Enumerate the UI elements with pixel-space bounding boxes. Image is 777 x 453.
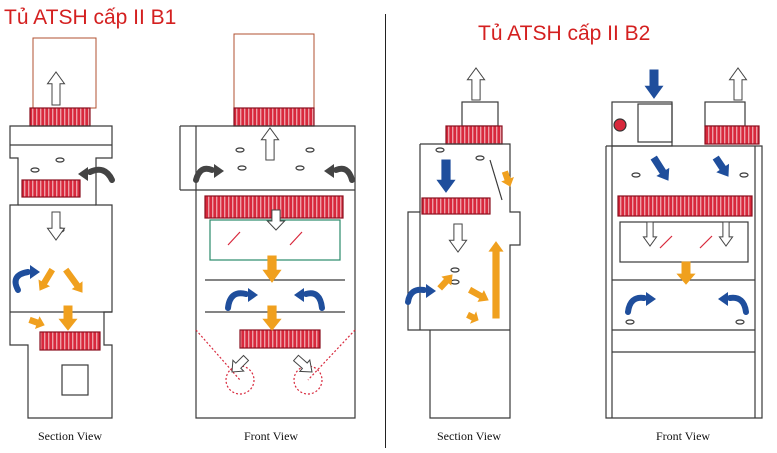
airflow-curve-head-0 (30, 265, 40, 279)
caption-b2-section: Section View (437, 429, 502, 443)
airflow-curve-5 (303, 290, 325, 311)
caption-b1-section: Section View (38, 429, 103, 443)
airflow-arrow-3 (63, 267, 83, 293)
airflow-arrow-7 (266, 209, 286, 231)
b1-section-exhaust-hood (32, 37, 97, 109)
airflow-curve-head-8 (718, 292, 728, 306)
airflow-arrow-18 (468, 286, 489, 302)
airflow-arrow-25 (718, 221, 734, 247)
b2-section-view (407, 101, 521, 419)
airflow-arrow-17 (437, 274, 453, 291)
panel-divider (385, 14, 386, 448)
b2-front-gauge (613, 118, 627, 132)
airflow-arrow-9 (262, 305, 282, 331)
airflow-arrow-14 (448, 223, 468, 253)
airflow-arrow-1 (46, 211, 66, 241)
title-b2: Tủ ATSH cấp II B2 (478, 22, 651, 45)
airflow-arrow-13 (436, 159, 456, 193)
airflow-arrow-11 (292, 354, 313, 373)
b2-front-body-outline (605, 145, 763, 419)
airflow-arrow-19 (466, 311, 479, 324)
airflow-arrows (12, 67, 749, 373)
b1-front-body-outline (180, 125, 356, 419)
b2-section-body-outline (407, 143, 521, 419)
airflow-arrow-5 (28, 316, 45, 329)
airflow-arrow-6 (260, 127, 280, 161)
airflow-curve-2 (193, 165, 215, 183)
b2-front-main-filter (617, 195, 753, 217)
airflow-curve-head-3 (324, 164, 334, 178)
airflow-arrow-8 (262, 255, 282, 283)
b1-front-view (179, 33, 356, 419)
caption-b1-front: Front View (244, 429, 299, 443)
airflow-curve-6 (405, 286, 427, 305)
airflow-arrow-23 (712, 155, 730, 177)
caption-b2-front: Front View (656, 429, 711, 443)
airflow-arrow-4 (58, 305, 78, 331)
airflow-arrow-16 (501, 170, 514, 187)
airflow-arrow-26 (676, 261, 696, 285)
airflow-curve-head-7 (646, 292, 656, 306)
airflow-curve-3 (333, 165, 355, 183)
airflow-arrow-2 (38, 267, 55, 291)
airflow-arrow-10 (231, 354, 250, 373)
b2-section-exhaust-housing (461, 101, 499, 127)
airflow-curve-0 (12, 269, 31, 293)
b2-front-exhaust-filter (704, 125, 760, 145)
airflow-curve-head-1 (78, 167, 88, 181)
airflow-arrow-22 (650, 155, 670, 181)
b1-section-exhaust-filter (29, 107, 91, 127)
b2-front-exhaust-housing (704, 101, 746, 127)
airflow-arrow-20 (644, 69, 664, 99)
airflow-curve-head-5 (294, 288, 304, 302)
airflow-curve-1 (87, 166, 115, 183)
b2-front-view (605, 101, 763, 419)
airflow-curve-head-6 (426, 284, 436, 298)
b1-front-lower-filter (239, 329, 321, 349)
airflow-curve-8 (727, 294, 749, 315)
airflow-curve-head-4 (248, 288, 258, 302)
airflow-arrow-0 (46, 71, 66, 106)
b1-section-main-filter (21, 179, 81, 198)
b1-section-lower-filter (39, 331, 101, 351)
b1-section-body-outline (9, 125, 113, 419)
airflow-arrow-21 (728, 67, 748, 101)
airflow-curve-head-2 (214, 164, 224, 178)
b1-front-exhaust-filter (233, 107, 315, 127)
airflow-arrow-15 (488, 241, 504, 319)
airflow-curve-4 (225, 290, 249, 311)
airflow-arrow-12 (466, 67, 486, 101)
b2-section-exhaust-filter (445, 125, 503, 145)
b1-section-blower (61, 364, 89, 396)
airflow-arrow-24 (642, 221, 658, 247)
b1-front-exhaust-hood (233, 33, 315, 111)
airflow-curve-7 (625, 294, 647, 315)
b1-section-view (9, 37, 113, 419)
title-b1: Tủ ATSH cấp II B1 (4, 6, 177, 29)
b2-section-main-filter (421, 197, 491, 215)
